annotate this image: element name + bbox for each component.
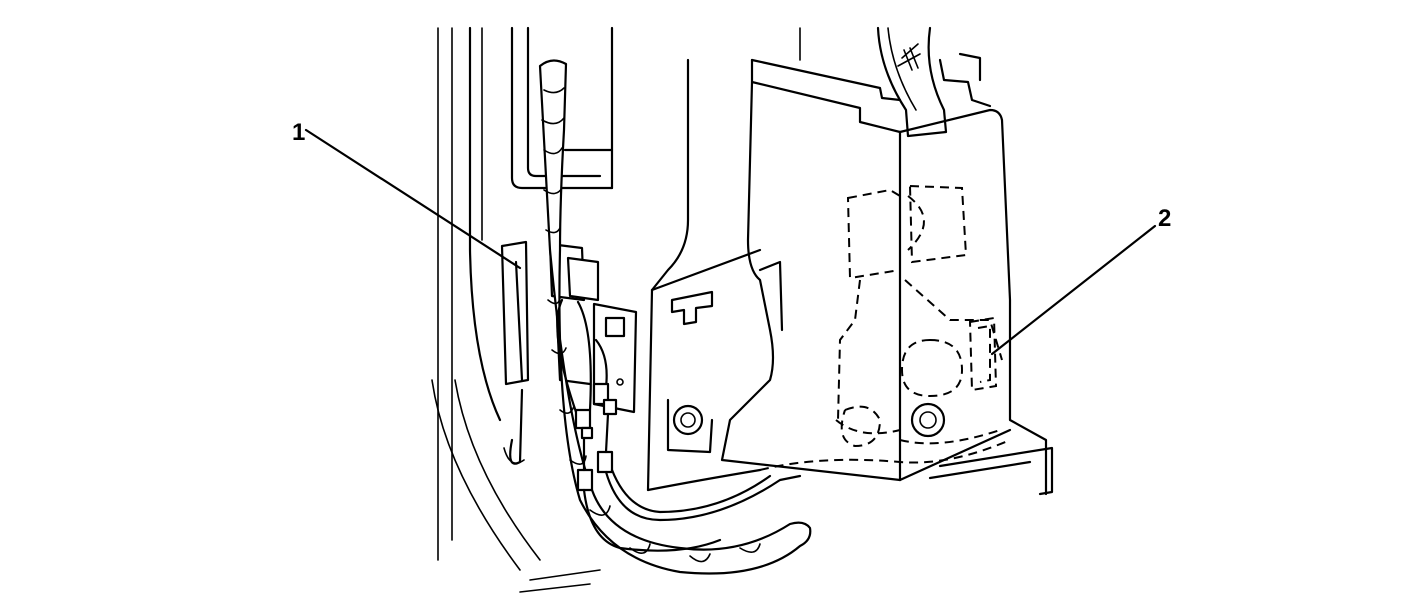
connector-bracket	[500, 240, 638, 414]
inner-trim-panel	[646, 58, 762, 492]
callout-2-leader	[990, 224, 1157, 356]
wiring-harness	[503, 59, 812, 575]
callout-1-label: 1	[292, 119, 305, 146]
callout-1: 1	[292, 119, 522, 270]
callout-1-leader	[304, 128, 522, 270]
callout-2-label: 2	[1158, 205, 1171, 232]
module-housing	[720, 26, 1054, 496]
door-frame-outline	[431, 26, 801, 593]
callout-2: 2	[990, 205, 1171, 356]
